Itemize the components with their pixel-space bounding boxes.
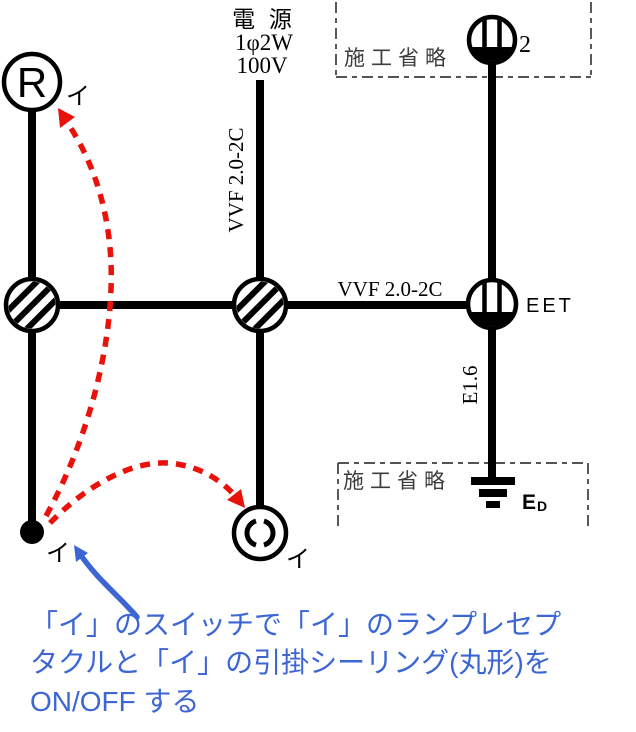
omission-box-bottom: 施工省略: [337, 462, 589, 527]
ceiling-rose-icon: [231, 504, 289, 562]
ground-wire-label: E1.6: [458, 365, 482, 404]
note-line2: タクルと「イ」の引掛シーリング(丸形)を: [30, 647, 552, 678]
power-source-line1: 電 源: [232, 7, 296, 32]
omission-top-label: 施工省略: [344, 46, 452, 70]
outlet-top-qty-label: 2: [519, 32, 531, 58]
lamp-circuit-label: イ: [66, 84, 90, 110]
vvf-vertical-label: VVF 2.0-2C: [224, 127, 248, 232]
outlet-eet-label: EET: [526, 295, 574, 317]
red-arrow-to-ceiling: [48, 460, 245, 525]
lamp-receptacle-icon: R: [1, 51, 63, 113]
ground-label-main: E: [522, 491, 536, 514]
power-source-line3: 100V: [236, 53, 288, 78]
note-text: 「イ」のスイッチで「イ」のランプレセプ タクルと「イ」の引掛シーリング(丸形)を…: [30, 609, 561, 717]
blue-arrow-to-switch: [74, 545, 140, 620]
ground-symbol-icon: [471, 477, 515, 508]
outlet-eet-icon: [465, 277, 519, 331]
junction-box-left-icon: [3, 276, 61, 334]
omission-bottom-label: 施工省略: [343, 469, 451, 493]
note-line1: 「イ」のスイッチで「イ」のランプレセプ: [30, 609, 561, 640]
ceiling-rose-circuit-label: イ: [286, 547, 310, 573]
junction-box-middle-icon: [231, 276, 289, 334]
vvf-horizontal-label: VVF 2.0-2C: [337, 277, 442, 301]
note-line3: ON/OFF する: [30, 686, 200, 717]
lamp-receptacle-letter: R: [17, 59, 47, 106]
power-source-line2: 1φ2W: [235, 30, 293, 55]
switch-circuit-label: イ: [46, 541, 70, 567]
red-arrow-to-lamp: [43, 108, 115, 518]
omission-box-top: 施工省略: [335, 2, 592, 78]
ground-label-sub: D: [537, 498, 547, 514]
ground-label: E D: [522, 491, 547, 514]
power-source-label: 電 源 1φ2W 100V: [232, 7, 296, 78]
outlet-top-icon: [466, 14, 518, 66]
switch-icon: [20, 520, 44, 544]
